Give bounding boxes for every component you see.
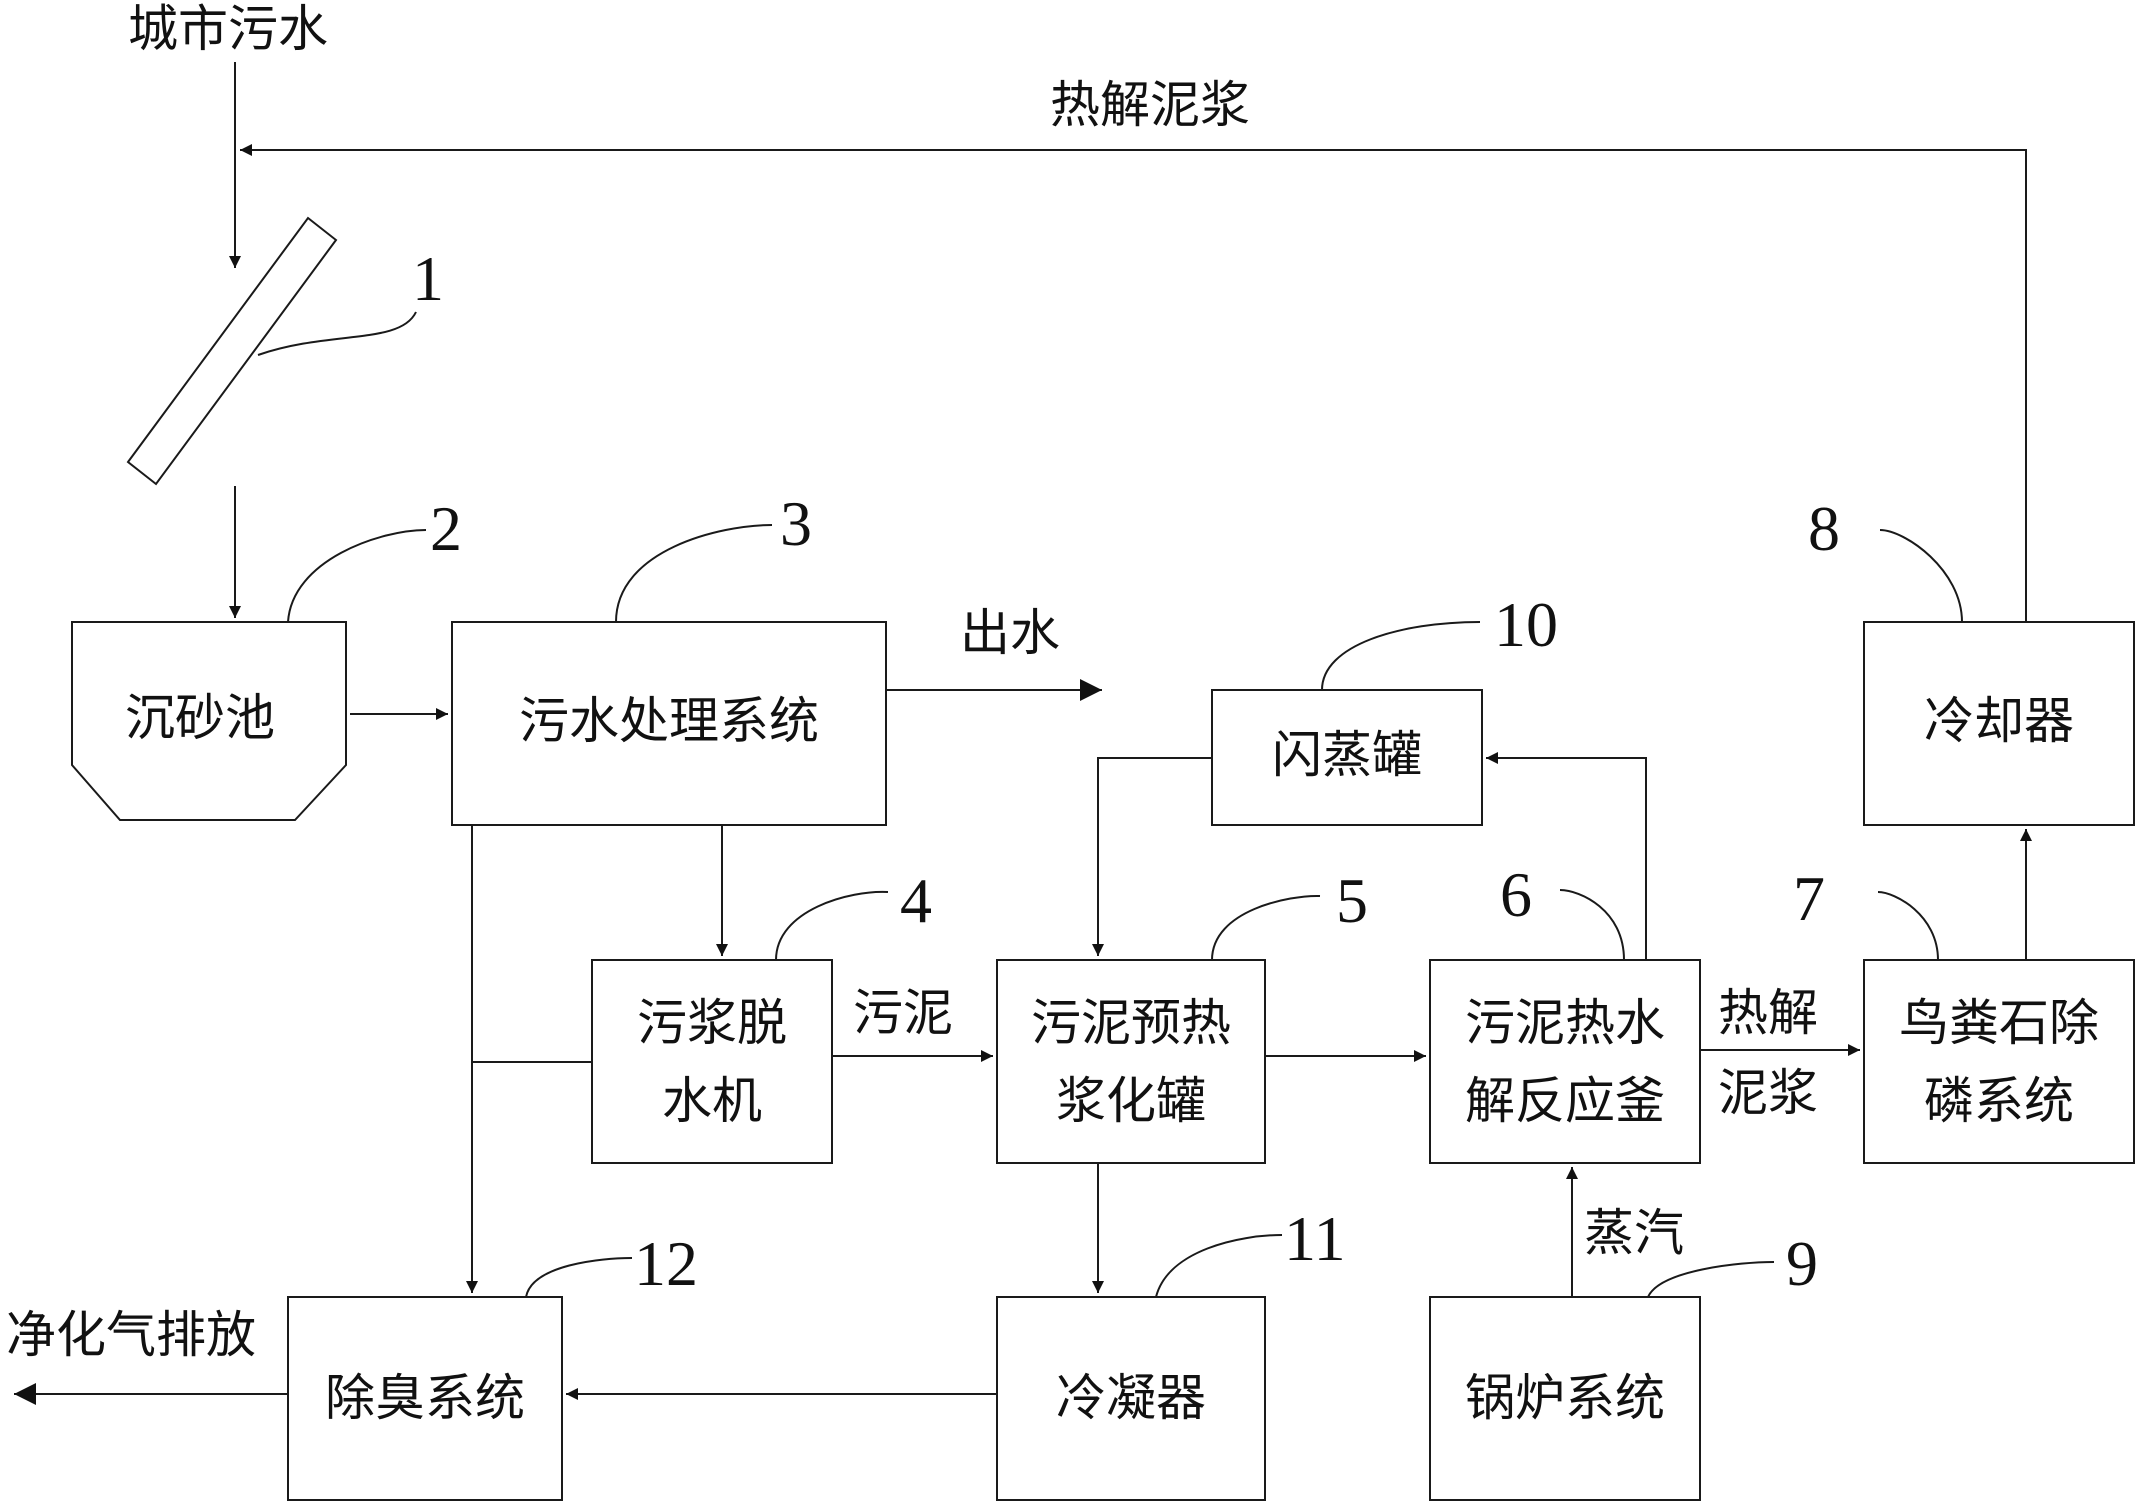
label-effluent: 出水 — [960, 604, 1060, 662]
flow-flash-to-preheat — [1092, 757, 1212, 956]
leader-2 — [287, 529, 427, 623]
deodorization-label: 除臭系统 — [325, 1369, 525, 1427]
leader-11 — [1155, 1234, 1283, 1298]
struvite-system-label-line2: 磷系统 — [1924, 1072, 2074, 1130]
sewage-treatment-label: 污水处理系统 — [519, 692, 819, 750]
bar-screen — [126, 216, 338, 486]
leader-6 — [1559, 889, 1625, 961]
dewatering-label-line1: 污浆脱 — [637, 994, 787, 1052]
ref-number-7: 7 — [1793, 863, 1825, 934]
leader-5 — [1211, 894, 1321, 961]
flash-tank-box — [1211, 689, 1483, 826]
leader-7 — [1877, 891, 1939, 961]
ref-number-1: 1 — [412, 243, 444, 314]
leader-10 — [1321, 621, 1481, 691]
label-pyrolysis-line2: 泥浆 — [1718, 1064, 1818, 1122]
leader-8 — [1879, 529, 1963, 623]
grit-chamber-box — [71, 621, 347, 821]
ref-number-11: 11 — [1284, 1203, 1346, 1274]
condenser-label: 冷凝器 — [1056, 1369, 1206, 1427]
preheat-tank-label-line1: 污泥预热 — [1031, 994, 1231, 1052]
label-urban-sewage: 城市污水 — [128, 0, 328, 58]
condenser-box — [996, 1296, 1266, 1501]
leader-3 — [615, 524, 773, 623]
ref-number-9: 9 — [1786, 1228, 1818, 1299]
ref-number-12: 12 — [634, 1228, 698, 1299]
label-steam: 蒸汽 — [1584, 1204, 1684, 1262]
ref-number-3: 3 — [780, 488, 812, 559]
label-pyrolysis-line1: 热解 — [1718, 984, 1818, 1042]
grit-chamber-label: 沉砂池 — [125, 689, 275, 747]
struvite-system-box — [1863, 959, 2135, 1164]
label-sludge: 污泥 — [853, 984, 953, 1042]
cooler-box — [1863, 621, 2135, 826]
boiler-box — [1429, 1296, 1701, 1501]
ref-number-8: 8 — [1808, 493, 1840, 564]
hydrolysis-reactor-label-line1: 污泥热水 — [1465, 994, 1665, 1052]
deodorization-box — [287, 1296, 563, 1501]
leader-4 — [775, 890, 889, 961]
sewage-treatment-box — [451, 621, 887, 826]
leader-9 — [1647, 1261, 1775, 1298]
leader-1 — [257, 311, 417, 356]
cooler-label: 冷却器 — [1924, 692, 2074, 750]
label-purified-gas: 净化气排放 — [6, 1306, 256, 1364]
ref-number-4: 4 — [900, 865, 932, 936]
flow-pyrolysis-return — [240, 144, 2027, 622]
dewatering-box — [591, 959, 833, 1164]
ref-number-10: 10 — [1494, 589, 1558, 660]
ref-number-6: 6 — [1500, 859, 1532, 930]
dewatering-label-line2: 水机 — [662, 1072, 762, 1130]
struvite-system-label-line1: 鸟粪石除 — [1899, 994, 2099, 1052]
ref-number-5: 5 — [1336, 865, 1368, 936]
hydrolysis-reactor-box — [1429, 959, 1701, 1164]
leader-12 — [525, 1257, 633, 1298]
flow-hydrolysis-to-flash — [1486, 752, 1647, 960]
flash-tank-label: 闪蒸罐 — [1272, 726, 1422, 784]
preheat-tank-box — [996, 959, 1266, 1164]
hydrolysis-reactor-label-line2: 解反应釜 — [1465, 1072, 1665, 1130]
preheat-tank-label-line2: 浆化罐 — [1056, 1072, 1206, 1130]
label-pyrolysis-return: 热解泥浆 — [1050, 76, 1250, 134]
ref-number-2: 2 — [430, 493, 462, 564]
boiler-label: 锅炉系统 — [1465, 1369, 1665, 1427]
